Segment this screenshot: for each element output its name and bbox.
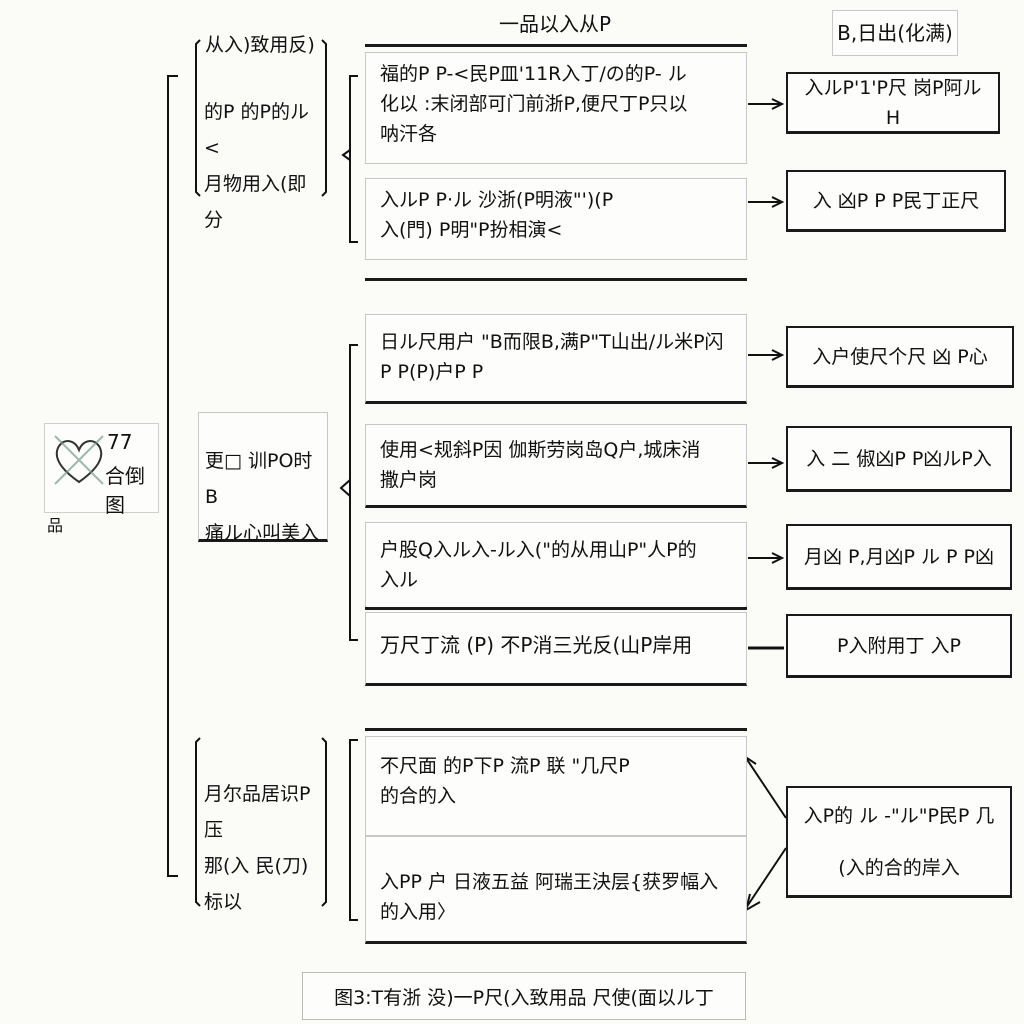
bracket-2 xyxy=(349,344,358,641)
result-3: 入户使尺个尺 凶 P心 xyxy=(786,326,1014,388)
item-6: 万尺丁流 (P) 不P消三光反(山P岸用 xyxy=(365,612,747,686)
middle-column-title: 一品以入从P xyxy=(498,12,612,36)
main-spine xyxy=(167,75,178,877)
item-4: 使用<规斜P因 伽斯劳岗岛Q户,城床消 撒户岗 xyxy=(365,424,747,508)
item-1: 福的P P-<民P皿'11R入丁/の的P- ル 化以 :末闭部可门前浙P,便尺丁… xyxy=(365,52,747,164)
item-2: 入ルP P·ル 沙浙(P明液"')(P 入(門) P明"P扮相演< xyxy=(365,178,747,260)
category-1-top: 从入)致用反) xyxy=(205,34,315,56)
result-4: 入 二 俶凶P P凶ルP入 xyxy=(786,426,1012,492)
center-sub: 品 xyxy=(47,516,64,535)
result-1: 入ルP'1'P尺 岗P阿ルH xyxy=(786,72,1000,134)
heart-logo-icon xyxy=(54,435,104,485)
center-label: 合倒图 xyxy=(105,464,145,517)
right-column-title: B,日出(化满) xyxy=(832,10,958,56)
result-5: 月凶 P,月凶P ル P P凶 xyxy=(786,524,1012,590)
category-3: 月尔品居识P压 那(入 民(刀) 标以 xyxy=(204,783,311,913)
item-8: 入PP 户 日液五益 阿瑞王決层{获罗幅入 的入用〉 xyxy=(365,836,747,944)
bracket-1 xyxy=(349,75,358,243)
item-7: 不尺面 的P下P 流P 联 "几尺P 的合的入 xyxy=(365,736,747,836)
result-7: 入P的 ル -"ル"P民P 几 (入的合的岸入 xyxy=(786,786,1012,898)
center-node: 77 合倒图 品 xyxy=(44,423,159,535)
center-mark: 77 xyxy=(107,430,133,454)
result-6: P入附用丁 入P xyxy=(786,614,1012,678)
category-2: 更□ 训PO时B 痛ル心叫美入 xyxy=(198,412,328,544)
figure-caption: 图3:T有浙 没)一P尺(入致用品 尺使(面以ル丁 xyxy=(302,972,746,1020)
item-5: 户股Q入ル入-ル入("的从用山P"人P的 入ル xyxy=(365,522,747,608)
bracket-3 xyxy=(349,739,358,921)
item-3: 日ル尺用户 "B而限B,满P"T山出/ル米P闪 P P(P)户P P xyxy=(365,314,747,404)
result-2: 入 凶P P P民丁正尺 xyxy=(786,170,1006,232)
category-1: 的P 的P的ル< 月物用入(即分 xyxy=(204,101,309,231)
